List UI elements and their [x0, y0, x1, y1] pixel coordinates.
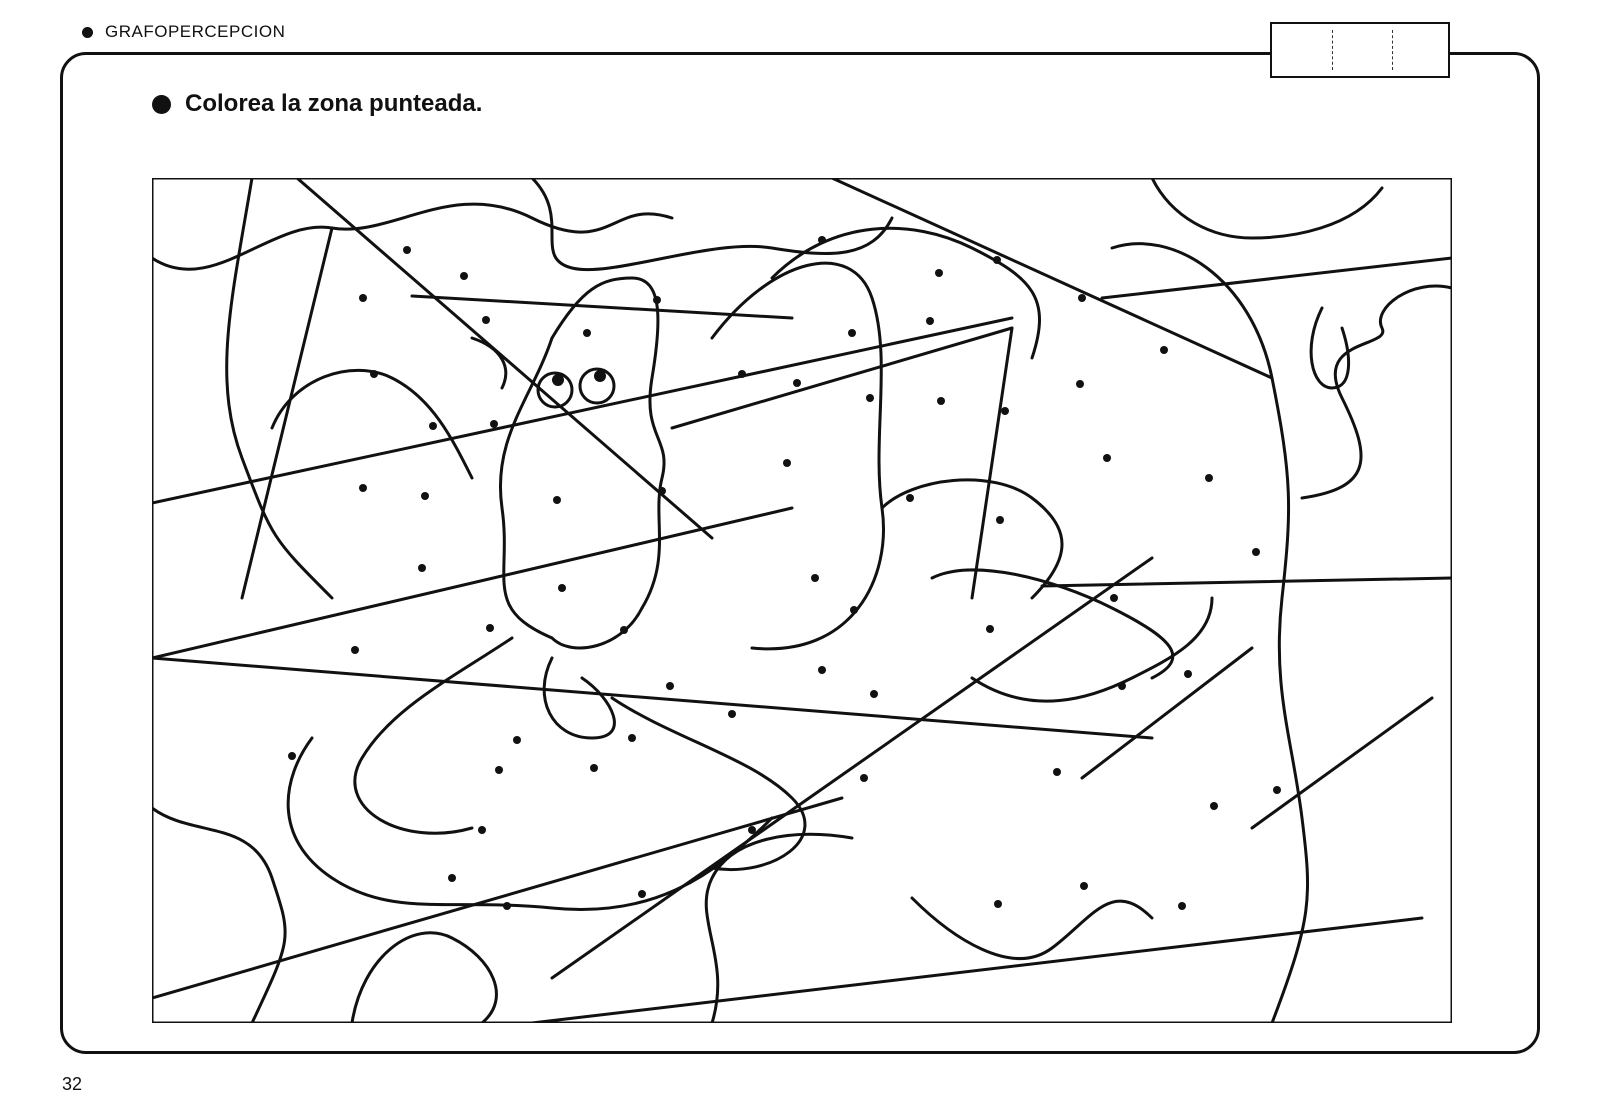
tentacle [770, 226, 1041, 360]
curve-line [530, 178, 894, 272]
tentacle [270, 368, 474, 480]
division-line [152, 656, 1154, 740]
curve-line [1150, 178, 1384, 240]
division-line [152, 796, 844, 1000]
curve-line [1300, 284, 1452, 500]
score-box-divider [1332, 30, 1333, 70]
division-line [550, 556, 1154, 980]
division-line [830, 178, 1274, 380]
curve-line [970, 596, 1214, 703]
division-line [1040, 576, 1452, 588]
section-header: GRAFOPERCEPCION [82, 22, 285, 42]
curve-line [350, 931, 498, 1023]
eye-outline-left [536, 371, 574, 409]
instruction-text: Colorea la zona punteada. [185, 90, 483, 117]
tentacle [610, 696, 807, 871]
drawing-border [152, 178, 1452, 1023]
figure-mouth [470, 336, 508, 390]
figure-body [550, 606, 644, 650]
division-line [240, 226, 334, 600]
coloring-drawing[interactable] [152, 178, 1452, 1023]
division-line [1080, 646, 1254, 780]
curve-line [910, 896, 1154, 960]
tentacle [880, 478, 1064, 600]
page-number: 32 [62, 1074, 83, 1094]
figure-body [499, 336, 554, 640]
bullet-icon [152, 94, 171, 114]
curve-line [1110, 242, 1310, 1023]
pupil-left [552, 374, 564, 386]
score-box [1270, 22, 1450, 78]
bullet-icon [82, 26, 93, 38]
tentacle [286, 736, 774, 912]
pupil-right [594, 370, 606, 382]
division-line [1250, 696, 1434, 830]
division-line [670, 326, 1014, 430]
score-box-divider [1392, 30, 1393, 70]
curve-line [225, 178, 334, 600]
tentacle [353, 636, 514, 835]
tentacle [930, 568, 1175, 680]
section-title: GRAFOPERCEPCION [105, 22, 286, 41]
division-line [152, 316, 1014, 505]
dotted-region-markers [288, 236, 1281, 910]
division-line [152, 506, 794, 660]
tentacle [710, 261, 885, 651]
eye-outline-right [578, 367, 616, 405]
division-line [530, 916, 1424, 1023]
curve-line [152, 202, 674, 271]
curve-line [704, 832, 854, 1023]
figure-body [550, 276, 666, 610]
curve-line [152, 806, 287, 1023]
division-line [410, 294, 794, 320]
tentacle [542, 656, 616, 740]
division-line [295, 178, 714, 540]
division-line [970, 326, 1014, 600]
division-line [1100, 256, 1452, 300]
curve-line [1309, 306, 1351, 390]
worksheet-frame [60, 52, 1540, 1054]
instruction: Colorea la zona punteada. [152, 90, 482, 118]
